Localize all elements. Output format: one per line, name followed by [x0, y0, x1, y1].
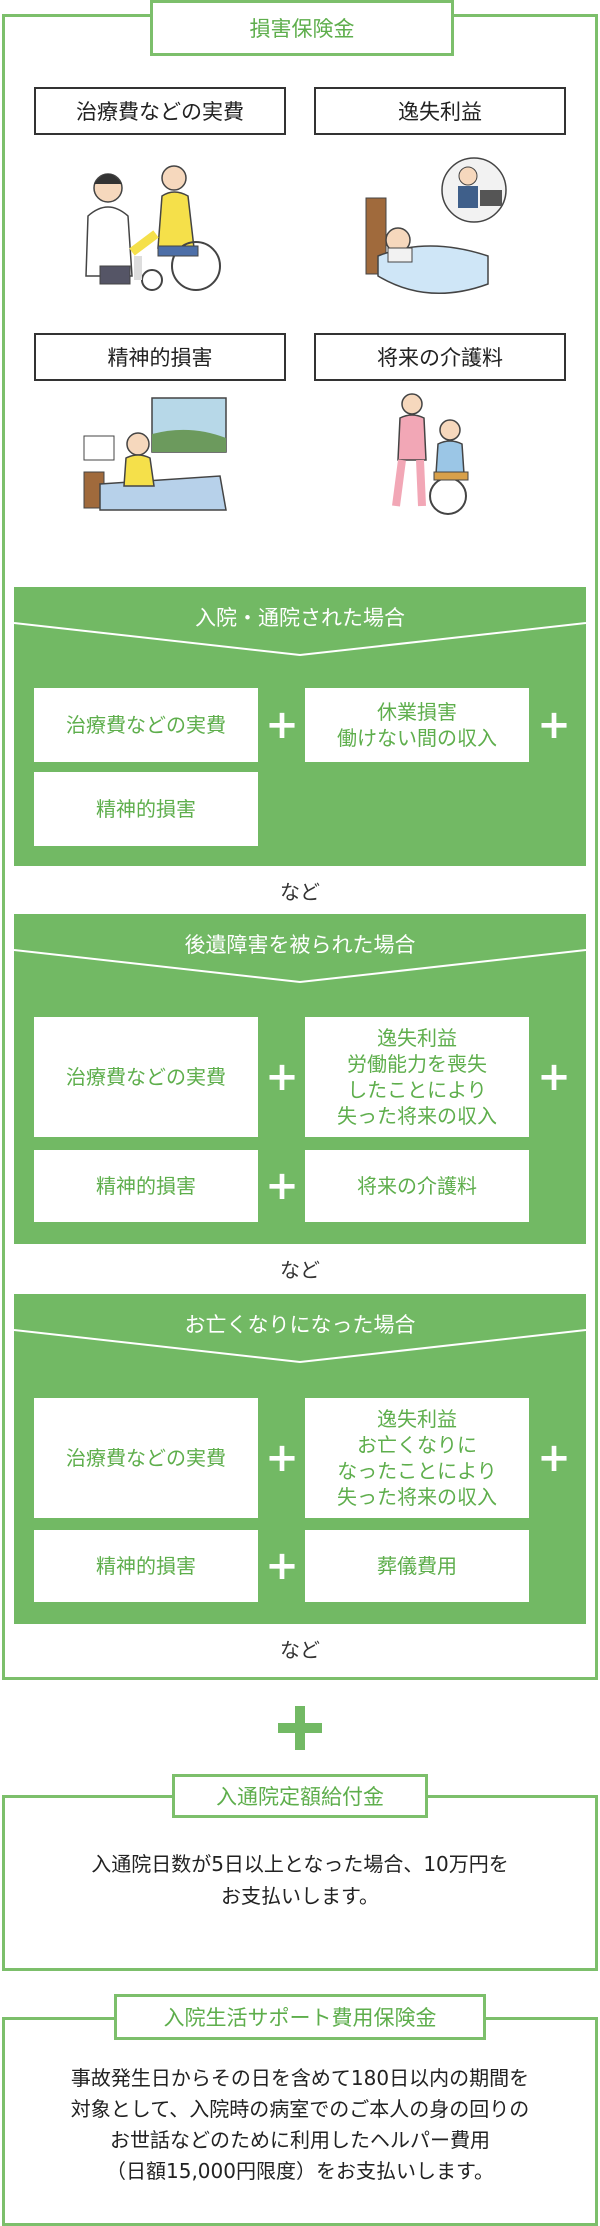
hospitalized-etc-note: など: [280, 880, 320, 904]
support-text: 事故発生日からその日を含めて180日以内の期間を 対象として、入院時の病室でのご…: [70, 2066, 530, 2183]
death-etc-note: など: [280, 1638, 320, 1662]
cell-mental-damage: 精神的損害: [34, 1150, 258, 1222]
hospital-phone-illustration: [83, 397, 227, 511]
cell-mental-damage: 精神的損害: [34, 1530, 258, 1602]
fixed-benefit-box: [2, 1795, 598, 1971]
caregiver-wheelchair-illustration: [392, 393, 469, 515]
fixed-benefit-title: 入通院定額給付金: [172, 1774, 428, 1818]
support-box: [2, 2017, 598, 2226]
fixed-benefit-text: 入通院日数が5日以上となった場合、10万円を お支払いします。: [91, 1852, 509, 1908]
category-lost-income: 逸失利益: [314, 87, 566, 135]
aftereffect-title: 後遺障害を被られた場合: [184, 933, 416, 957]
cell-lost-income: 逸失利益 お亡くなりに なったことにより 失った将来の収入: [305, 1398, 529, 1518]
chevron-divider: [14, 1329, 586, 1364]
plus-icon: +: [265, 702, 299, 748]
hospitalized-title: 入院・通院された場合: [195, 606, 405, 630]
cell-nursing-care: 将来の介護料: [305, 1150, 529, 1222]
death-panel: お亡くなりになった場合 治療費などの実費 + 逸失利益 お亡くなりに なったこと…: [14, 1294, 586, 1624]
cell-lost-income: 逸失利益 労働能力を喪失 したことにより 失った将来の収入: [305, 1017, 529, 1137]
aftereffect-panel: 後遺障害を被られた場合 治療費などの実費 + 逸失利益 労働能力を喪失 したこと…: [14, 914, 586, 1244]
cell-lost-wages: 休業損害 働けない間の収入: [305, 688, 529, 762]
cell-mental-damage: 精神的損害: [34, 772, 258, 846]
plus-icon: +: [265, 1435, 299, 1481]
category-mental-damage: 精神的損害: [34, 333, 286, 381]
plus-icon: +: [265, 1543, 299, 1589]
cell-medical-expenses: 治療費などの実費: [34, 688, 258, 762]
cell-medical-expenses: 治療費などの実費: [34, 1017, 258, 1137]
cell-lost-income-text: 逸失利益 労働能力を喪失 したことにより 失った将来の収入: [337, 1026, 497, 1128]
cell-lost-income-text: 逸失利益 お亡くなりに なったことにより 失った将来の収入: [337, 1407, 497, 1509]
category-medical-expenses: 治療費などの実費: [34, 87, 286, 135]
plus-icon: +: [537, 1054, 571, 1100]
cell-funeral-costs: 葬儀費用: [305, 1530, 529, 1602]
bedridden-worker-illustration: [365, 157, 507, 295]
cell-lost-wages-text: 休業損害 働けない間の収入: [337, 700, 497, 750]
plus-icon: +: [537, 702, 571, 748]
chevron-divider: [14, 622, 586, 657]
chevron-divider: [14, 949, 586, 984]
hospitalized-panel: 入院・通院された場合 治療費などの実費 + 休業損害 働けない間の収入 + 精神…: [14, 587, 586, 866]
plus-icon: +: [265, 1163, 299, 1209]
category-nursing-care: 将来の介護料: [314, 333, 566, 381]
cell-medical-expenses: 治療費などの実費: [34, 1398, 258, 1518]
big-plus-icon: [278, 1706, 322, 1750]
plus-icon: +: [537, 1435, 571, 1481]
death-title: お亡くなりになった場合: [184, 1313, 416, 1337]
doctor-wheelchair-illustration: [85, 165, 221, 291]
damage-insurance-title: 損害保険金: [150, 0, 454, 56]
aftereffect-etc-note: など: [280, 1258, 320, 1282]
support-title: 入院生活サポート費用保険金: [114, 1994, 486, 2040]
plus-icon: +: [265, 1054, 299, 1100]
